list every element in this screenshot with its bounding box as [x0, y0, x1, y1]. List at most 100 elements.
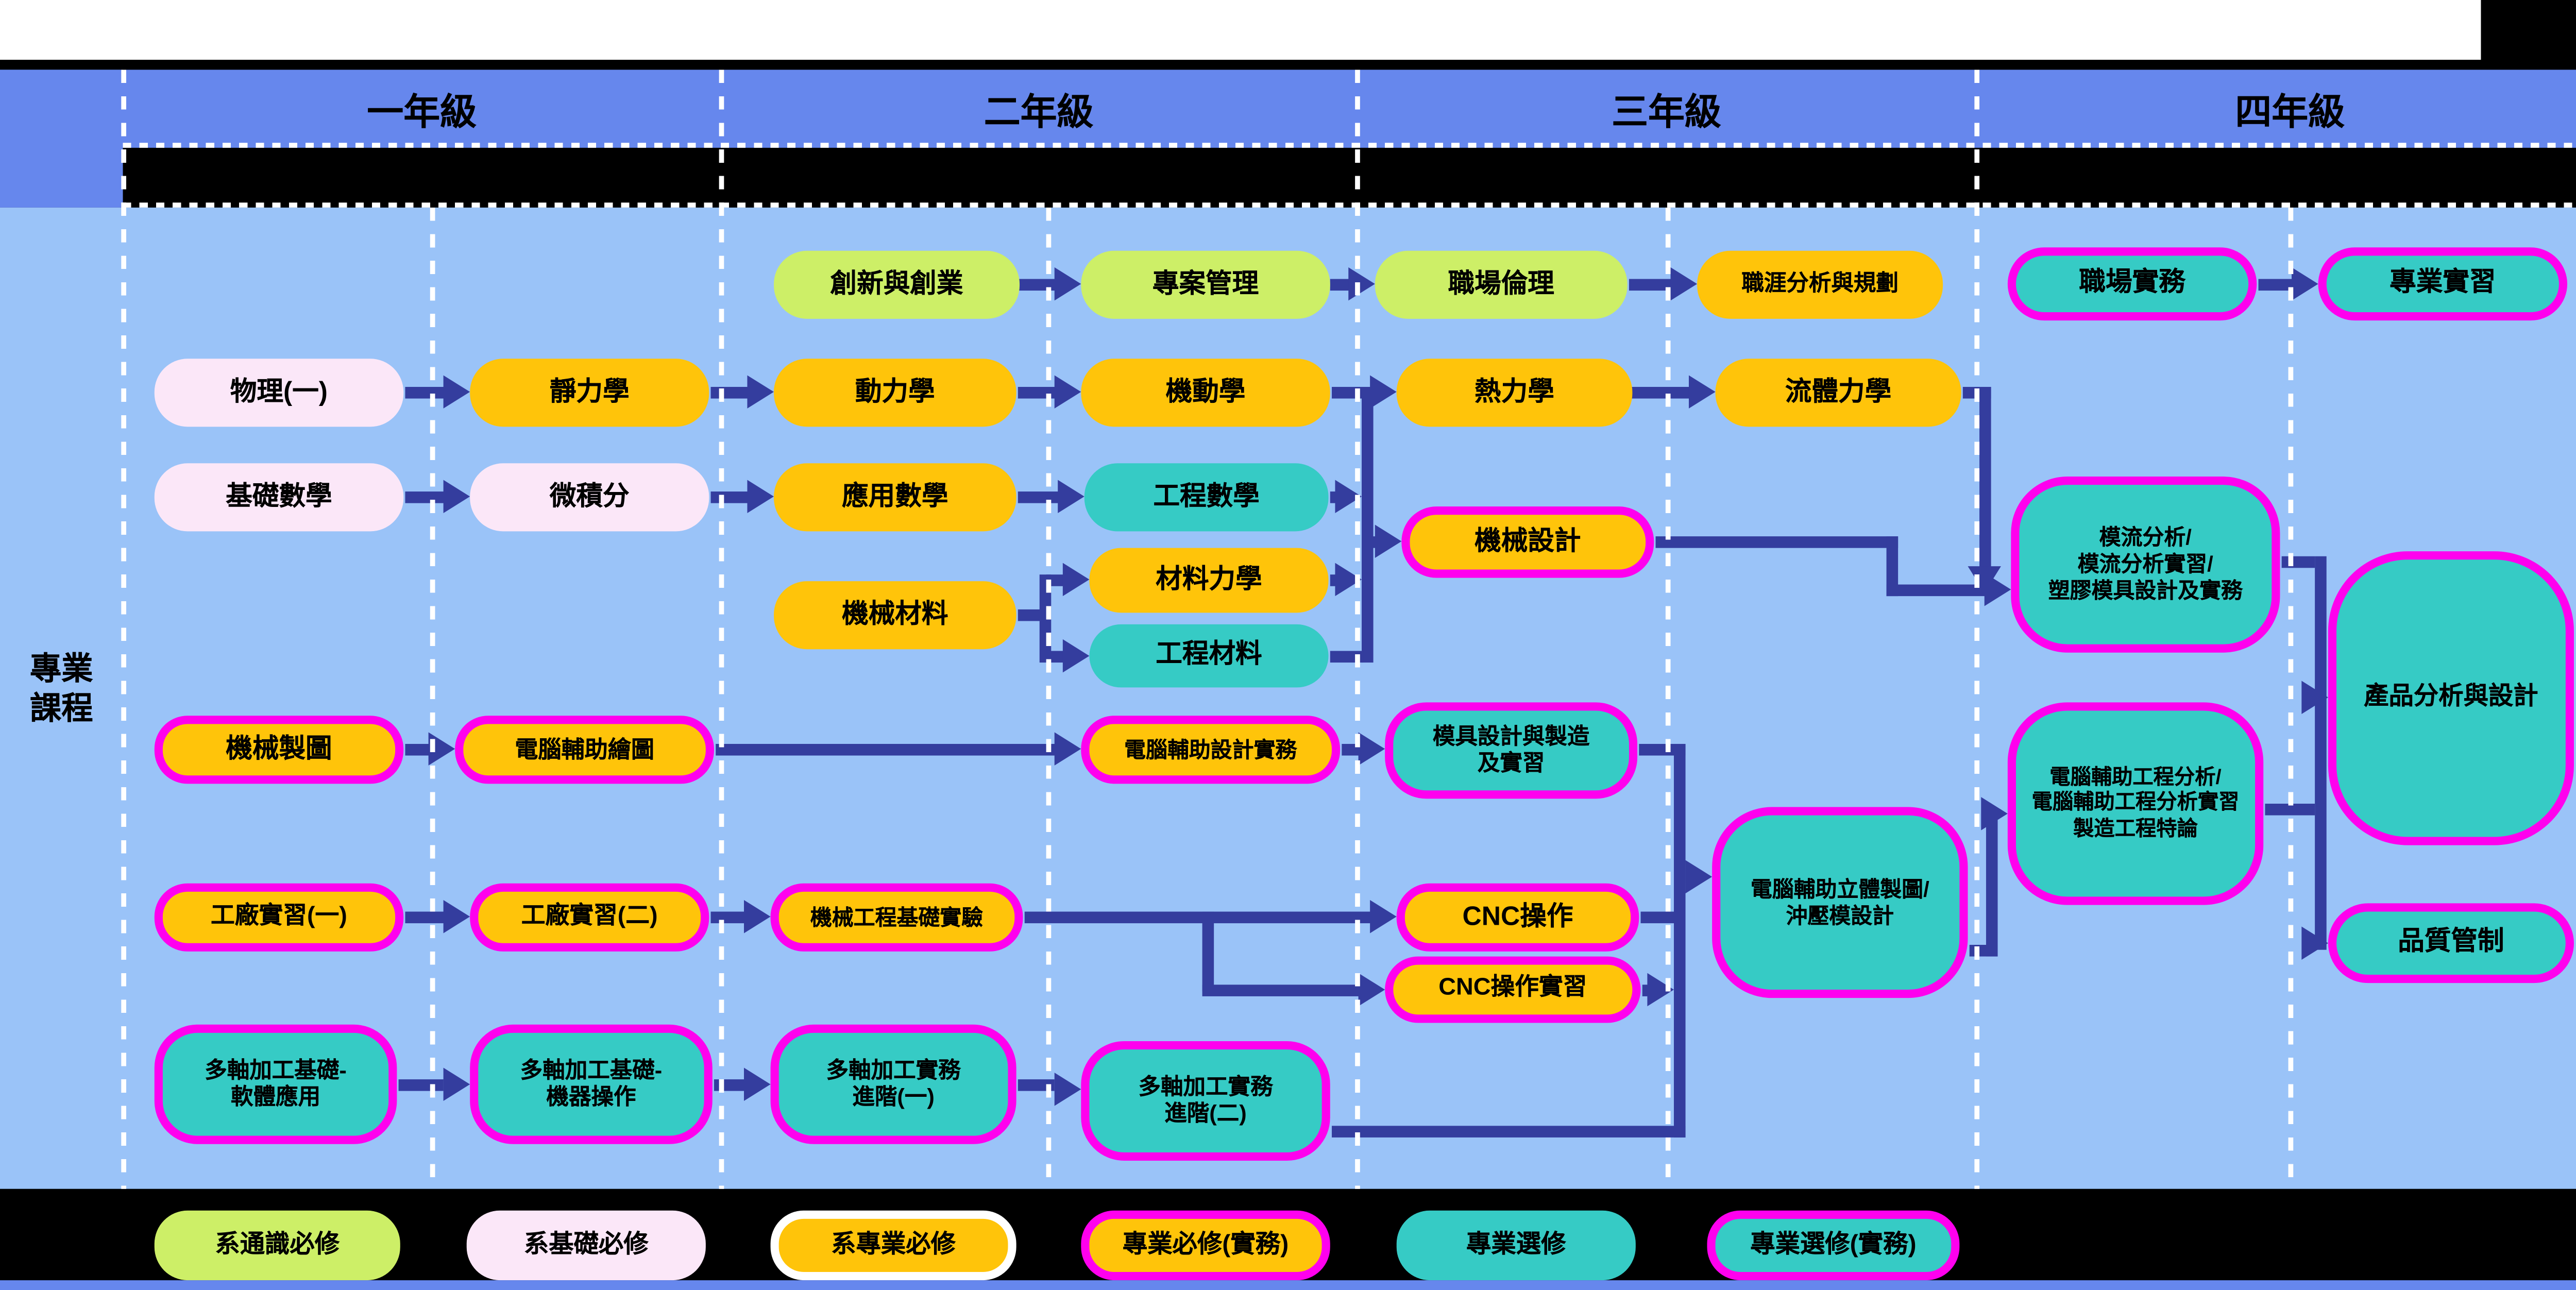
- arrow-segment: [1024, 911, 1374, 924]
- arrow-segment: [1886, 536, 1899, 597]
- arrow-head-right: [1062, 639, 1090, 673]
- arrow-segment: [1631, 387, 1694, 399]
- course-node-professional-internship: 專業實習: [2318, 247, 2568, 321]
- course-node-materials-mechanics: 材料力學: [1089, 548, 1329, 613]
- course-node-thermodynamics: 熱力學: [1396, 359, 1633, 427]
- arrow-segment: [1018, 609, 1045, 621]
- course-node-physics-1: 物理(一): [154, 359, 404, 427]
- arrow-head-right: [1670, 267, 1698, 301]
- arrow-head-right: [1062, 563, 1090, 597]
- arrow-segment: [1673, 743, 1686, 1138]
- arrow-segment: [1979, 387, 1991, 570]
- arrow-head-right: [747, 480, 774, 513]
- year-divider-line: [121, 70, 126, 1189]
- arrow-head-right: [743, 899, 771, 933]
- semester-divider-line: [430, 207, 435, 1189]
- arrow-head-right: [1058, 480, 1084, 513]
- arrow-segment: [405, 491, 449, 503]
- year-header-4: 四年級: [2235, 90, 2345, 132]
- arrow-segment: [405, 743, 432, 756]
- arrow-segment: [1986, 813, 1998, 957]
- arrow-segment: [2258, 279, 2297, 291]
- course-node-statics: 靜力學: [470, 359, 709, 427]
- arrow-head-right: [1054, 732, 1081, 766]
- arrow-segment: [2281, 556, 2315, 568]
- course-node-cnc-operation: CNC操作: [1396, 883, 1639, 952]
- semester-divider-line: [1046, 207, 1052, 1189]
- year-header-band: 一年級二年級三年級四年級: [0, 70, 2576, 148]
- course-node-mechanical-drawing: 機械製圖: [154, 716, 404, 784]
- course-node-multi-axis-basic-machine: 多軸加工基礎- 機器操作: [470, 1024, 713, 1144]
- arrow-segment: [1046, 574, 1068, 586]
- arrow-head-right: [1358, 732, 1385, 766]
- arrow-head-right: [443, 899, 470, 933]
- course-node-cnc-operation-practice: CNC操作實習: [1385, 956, 1641, 1023]
- year-divider-line: [719, 70, 724, 1189]
- legend-professional-required-practical: 專業必修(實務): [1081, 1210, 1330, 1281]
- arrow-segment: [1655, 536, 1899, 548]
- arrow-segment: [1330, 651, 1364, 663]
- arrow-head-right: [2292, 267, 2318, 301]
- course-node-mechanical-design: 機械設計: [1401, 506, 1654, 578]
- semester-header-band: 上學期下學期上學期下學期上學期下學期上學期下學期: [0, 0, 2481, 664]
- arrow-head-right: [443, 1067, 470, 1101]
- course-node-mold-design-manufacturing: 模具設計與製造 及實習: [1385, 702, 1638, 799]
- legend-basic-required: 系基礎必修: [466, 1210, 706, 1281]
- year-header-2: 二年級: [984, 90, 1094, 132]
- legend-professional-required: 系專業必修: [770, 1210, 1016, 1281]
- course-node-calculus: 微積分: [470, 463, 709, 532]
- arrow-head-right: [1685, 860, 1713, 894]
- arrow-head-right: [1358, 973, 1385, 1007]
- arrow-segment: [1332, 1126, 1686, 1138]
- arrow-head-right: [1984, 573, 2011, 606]
- course-node-dynamics: 動力學: [774, 359, 1016, 427]
- arrow-head-right: [1054, 1073, 1081, 1106]
- arrow-segment: [1362, 392, 1374, 663]
- arrow-head-right: [2301, 926, 2328, 960]
- year-divider-line: [1974, 70, 1980, 1189]
- arrow-head-right: [743, 1067, 771, 1101]
- course-node-cad-practice: 電腦輔助設計實務: [1081, 716, 1341, 784]
- sidebar-header-corner: [0, 70, 123, 208]
- course-node-innovation-entrepreneurship: 創新與創業: [774, 250, 1020, 319]
- arrow-head-right: [747, 375, 774, 409]
- course-node-career-analysis-planning: 職涯分析與規劃: [1697, 250, 1943, 319]
- legend-professional-elective-practical: 專業選修(實務): [1707, 1210, 1960, 1281]
- year-header-1: 一年級: [367, 90, 477, 132]
- course-node-mech-eng-basic-experiment: 機械工程基礎實驗: [770, 883, 1023, 952]
- year-divider-line: [1355, 70, 1360, 1189]
- arrow-segment: [710, 491, 753, 503]
- legend-general-required: 系通識必修: [154, 1210, 400, 1281]
- arrow-segment: [1046, 651, 1068, 663]
- course-node-3d-drafting-stamping-die: 電腦輔助立體製圖/ 沖壓模設計: [1712, 807, 1968, 998]
- sidebar-label-professional-courses: 專業 課程: [29, 652, 93, 727]
- legend-band: 系通識必修系基礎必修系專業必修專業必修(實務) 專業選修專業選修(實務): [0, 1189, 2576, 1290]
- arrow-head-right: [443, 375, 470, 409]
- course-node-mechanical-materials: 機械材料: [774, 581, 1016, 650]
- semester-divider-line: [1665, 207, 1671, 1189]
- course-node-applied-mathematics: 應用數學: [774, 463, 1016, 532]
- arrow-head-right: [1054, 375, 1081, 409]
- arrow-segment: [1018, 387, 1060, 399]
- legend-professional-elective: 專業選修: [1396, 1210, 1636, 1281]
- bottom-blue-strip: [0, 1280, 2576, 1290]
- arrow-head-right: [1370, 899, 1397, 933]
- arrow-segment: [1202, 985, 1368, 996]
- course-node-workplace-practice: 職場實務: [2007, 247, 2257, 321]
- course-node-multi-axis-advanced-2: 多軸加工實務 進階(二): [1081, 1041, 1330, 1161]
- course-node-engineering-mathematics: 工程數學: [1084, 463, 1329, 532]
- header-dotted-line: [123, 143, 2576, 148]
- arrow-head-right: [443, 480, 470, 513]
- course-node-multi-axis-basic-software: 多軸加工基礎- 軟體應用: [154, 1024, 397, 1144]
- course-node-basic-mathematics: 基礎數學: [154, 463, 404, 532]
- arrow-head-right: [1688, 375, 1716, 409]
- course-node-factory-practice-1: 工廠實習(一): [154, 883, 404, 952]
- arrow-head-right: [1370, 375, 1397, 409]
- course-node-project-management: 專案管理: [1081, 250, 1330, 319]
- arrow-head-right: [2301, 681, 2328, 714]
- arrow-segment: [1018, 1079, 1055, 1091]
- arrow-segment: [1018, 491, 1063, 503]
- course-node-multi-axis-advanced-1: 多軸加工實務 進階(一): [770, 1024, 1016, 1144]
- arrow-segment: [398, 1079, 444, 1091]
